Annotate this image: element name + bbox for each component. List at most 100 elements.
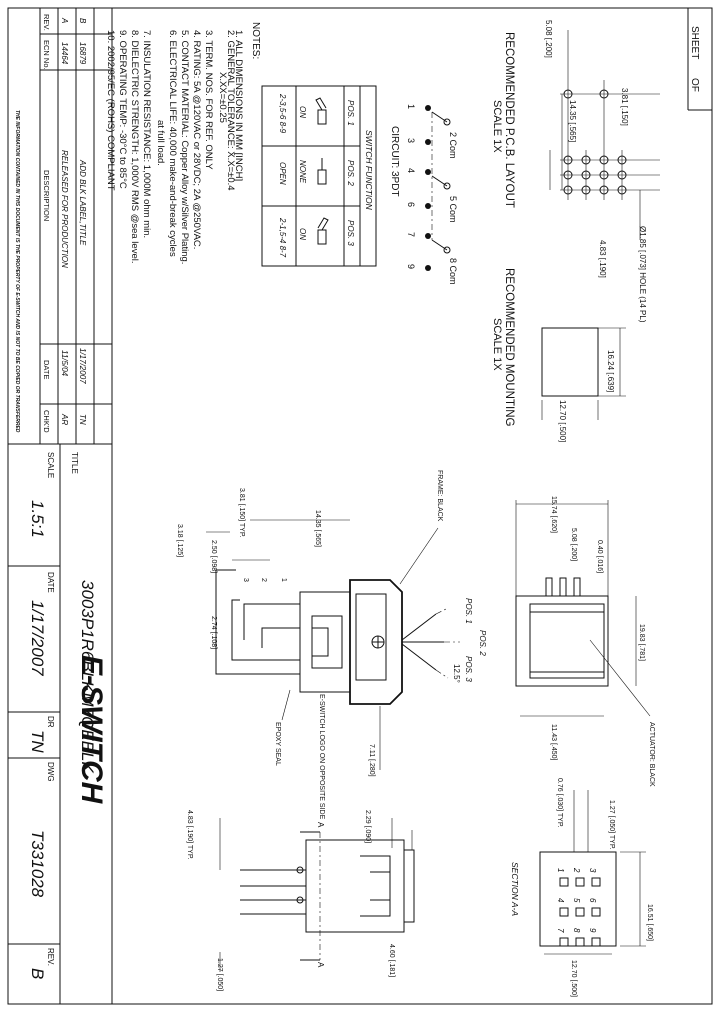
section-terminal-number: 6 xyxy=(588,898,597,903)
rev-a-ecn: 14464 xyxy=(60,42,69,65)
pcb-dim-14-35: 14.35 [.565] xyxy=(568,100,577,142)
section-terminal-number: 4 xyxy=(556,898,565,903)
section-title: SECTION A-A xyxy=(510,862,520,916)
terminal-9: 9 xyxy=(406,264,416,269)
section-mark-bottom: A xyxy=(316,962,325,968)
side-dim-3-18: 3.18 [.125] xyxy=(176,524,183,557)
rev-b-ecn: 16879 xyxy=(78,42,87,65)
com-label-2: 2 Com xyxy=(448,132,458,159)
notes-block: NOTES: 1. ALL DIMENSIONS IN MM [INCH]2. … xyxy=(105,22,261,264)
front-dim-5-08: 5.08 [.200] xyxy=(570,528,577,561)
toggle-pos3-icon xyxy=(317,217,329,245)
rev-header-rev: REV. xyxy=(42,14,51,31)
rev-a-desc: RELEASED FOR PRODUCTION xyxy=(60,150,69,268)
sheet-border xyxy=(7,7,713,1005)
section-terminal-number: 9 xyxy=(588,928,597,933)
section-terminal-pad xyxy=(575,907,585,917)
mounting-title: RECOMMENDED MOUNTING xyxy=(503,268,515,426)
pcb-dim-hole: Ø1.85 [.073] HOLE (14 PL) xyxy=(638,226,647,323)
section-terminal-pad xyxy=(591,877,601,887)
dwg-value: T331028 xyxy=(28,830,47,898)
of-label: OF xyxy=(689,78,700,92)
actuator-face xyxy=(529,603,605,679)
note-line: 2. GENERAL TOLERANCE: X.X=±0.4 xyxy=(225,30,236,191)
actuator-pos3 xyxy=(401,643,437,671)
pos1-state: ON xyxy=(298,106,307,118)
bottom-dim-4-60: 4.60 [.181] xyxy=(388,944,395,977)
bottom-view: A A 4.83 [.190] TYP. 2.29 [.090] 4.60 [.… xyxy=(186,810,415,991)
rev-b-chkd: TN xyxy=(78,414,87,425)
dr-value: TN xyxy=(28,730,47,753)
dr-label: DR xyxy=(46,716,55,728)
front-dim-19-83: 19.83 [.781] xyxy=(638,624,645,661)
pcb-layout-scale: SCALE 1X xyxy=(491,100,503,153)
terminal-3: 3 xyxy=(406,138,416,143)
circuit-diagram: CIRCUIT: 3PDT 2 Com 5 Com 8 Com 1 3 4 6 … xyxy=(389,104,458,285)
toggle-pos2-icon xyxy=(317,158,327,185)
terminal-4: 4 xyxy=(406,168,416,173)
notes-heading: NOTES: xyxy=(250,22,261,59)
date-label: DATE xyxy=(46,572,55,593)
terminal-6: 6 xyxy=(406,202,416,207)
sheet-label: SHEET xyxy=(689,26,700,59)
terminal-lead-2 xyxy=(261,627,300,648)
pcb-dim-4-83: 4.83 [.190] xyxy=(598,240,607,278)
front-dim-0-40: 0.40 [.016] xyxy=(596,540,603,573)
switch-function-heading: SWITCH FUNCTION xyxy=(364,130,374,211)
section-terminal-pad xyxy=(575,937,585,947)
switch-function-table: SWITCH FUNCTION POS. 1 POS. 2 POS. 3 ON … xyxy=(261,85,377,267)
section-dim-16-51: 16.51 [.650] xyxy=(646,904,653,941)
front-dim-15-74: 15.74 [.620] xyxy=(550,496,557,533)
rev-header-date: DATE xyxy=(42,360,51,379)
section-dim-1-27: 1.27 [.050] TYP. xyxy=(608,800,615,850)
section-terminal-number: 7 xyxy=(556,928,565,933)
note-line: 5. CONTACT MATERIAL: Copper Alloy w/Silv… xyxy=(179,30,190,264)
terminal-lead-1 xyxy=(231,599,300,661)
note-line: 4. RATING: 5A @120VAC or 28VDC; 2A @250V… xyxy=(191,30,202,249)
front-dim-11-43: 11.43 [.450] xyxy=(550,724,557,761)
side-dim-2-50: 2.50 [.098] xyxy=(210,540,217,573)
note-line: 9. OPERATING TEMP: -30°C to 85°C xyxy=(117,30,128,189)
note-line: 3. TERM. NOS. FOR REF. ONLY xyxy=(203,30,214,170)
terminal-lead-3 xyxy=(243,603,300,640)
side-dim-2-74: 2.74 [.108] xyxy=(210,616,217,649)
circuit-title: CIRCUIT: 3PDT xyxy=(389,126,400,197)
epoxy-label: EPOXY SEAL xyxy=(274,722,281,766)
section-dim-12-70: 12.70 [.500] xyxy=(570,960,577,997)
section-terminal-pad xyxy=(575,877,585,887)
rev-b-desc: ADD BLK LABEL,TITLE xyxy=(78,159,87,246)
rev-a-chkd: AR xyxy=(60,413,69,425)
pos2-header: POS. 2 xyxy=(346,160,355,186)
bottom-dim-4-83: 4.83 [.190] TYP. xyxy=(186,810,193,860)
note-line: X.XX=±0.25 xyxy=(217,72,228,123)
pos1-header: POS. 1 xyxy=(346,100,355,126)
mount-dim-16-24: 16.24 [.639] xyxy=(606,350,615,392)
rev-header-desc: DESCRIPTION xyxy=(42,170,51,221)
term-mark-2: 2 xyxy=(260,578,267,582)
rev-b-letter: B xyxy=(78,18,87,24)
logo-note: E-SWITCH LOGO ON OPPOSITE SIDE xyxy=(318,694,325,820)
side-dim-3-81: 3.81 [.150] TYP. xyxy=(238,488,245,538)
side-view: POS. 1 POS. 2 POS. 3 12.5° FRAME: BLACK … xyxy=(176,470,487,820)
note-line: at full load. xyxy=(155,120,166,166)
title-label: TITLE xyxy=(70,452,79,474)
pos1-label: POS. 1 xyxy=(464,598,473,624)
mount-dim-12-70: 12.70 [.500] xyxy=(558,400,567,442)
note-line: 7. INSULATION RESISTANCE: 1,000M ohm min… xyxy=(141,30,152,238)
note-line: 1. ALL DIMENSIONS IN MM [INCH] xyxy=(233,30,244,181)
pcb-dim-5-08: 5.08 [.200] xyxy=(544,20,553,58)
side-dim-14-35: 14.35 [.565] xyxy=(314,510,321,547)
notes-lines: 1. ALL DIMENSIONS IN MM [INCH]2. GENERAL… xyxy=(105,30,244,264)
recommended-mounting: RECOMMENDED MOUNTING SCALE 1X 16.24 [.63… xyxy=(491,268,626,442)
pcb-layout: RECOMMENDED P.C.B. LAYOUT SCALE 1X 3.81 … xyxy=(491,20,660,323)
bottom-body xyxy=(305,839,405,933)
pos2-sub: OPEN xyxy=(278,162,287,185)
title-block: TITLE 3003P1R6BLKM7QEBLK E-SWITCH SCALE … xyxy=(8,8,113,1004)
angle-label: 12.5° xyxy=(452,664,461,683)
rev-header-ecn: ECN No. xyxy=(42,40,51,70)
revision-table: REV. ECN No. DESCRIPTION DATE CHK'D A 14… xyxy=(14,8,112,444)
section-terminal-number: 1 xyxy=(556,868,565,872)
